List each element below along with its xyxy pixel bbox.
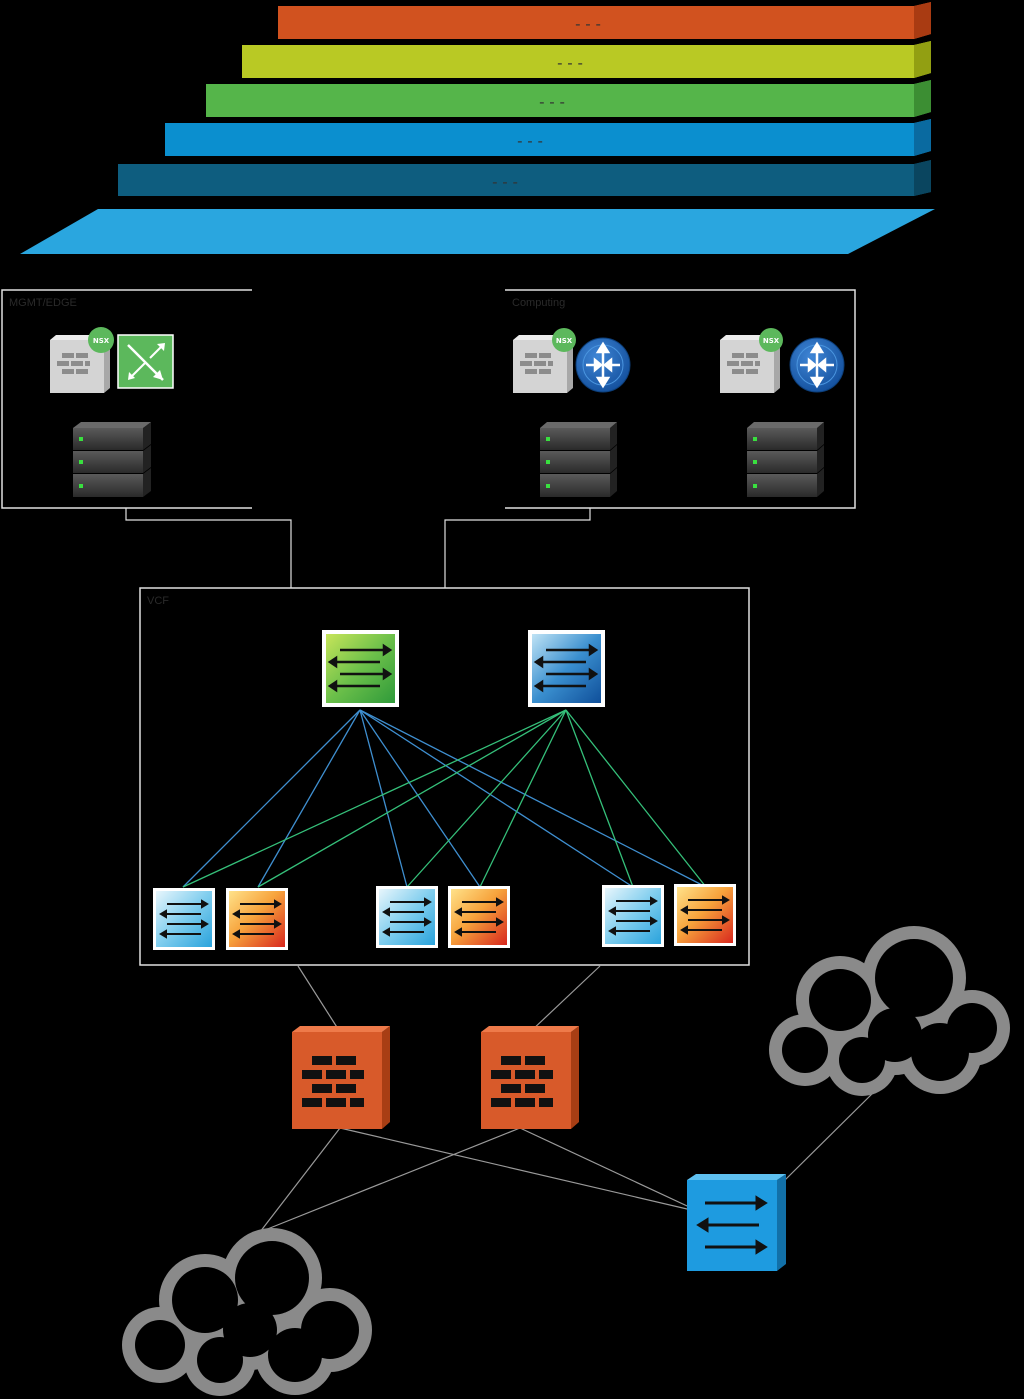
vcf-zone: VCF <box>139 587 750 966</box>
computing-label: Computing <box>512 297 565 309</box>
layer-blue: - - - <box>165 119 931 156</box>
mgmt-server-rack-icon <box>73 422 151 497</box>
layer-teal-label: - - - <box>492 173 518 191</box>
compute-a-nsx-badge: NSX <box>552 328 576 352</box>
mgmt-edge-zone: MGMT/EDGE <box>1 289 252 509</box>
leaf-switch-icon-4 <box>448 886 510 948</box>
edge-switch-icon <box>117 334 174 389</box>
layer-orange-label: - - - <box>575 15 601 33</box>
compute-a-server-rack-icon <box>540 422 617 497</box>
leaf-switch-icon-6 <box>674 884 736 946</box>
compute-a-nsx-badge-text: NSX <box>556 337 573 345</box>
computing-zone: Computing <box>505 289 856 509</box>
layer-stack: - - - - - - - - - - - - - - - <box>20 2 935 254</box>
leaf-switch-icon-5 <box>602 885 664 947</box>
cloud-icon-left <box>122 1228 372 1396</box>
mgmt-nsx-badge: NSX <box>88 327 114 353</box>
layer-green-label: - - - <box>539 93 565 111</box>
leaf-switch-icon-2 <box>226 888 288 950</box>
core-switch-icon <box>687 1174 786 1271</box>
layer-blue-label: - - - <box>517 132 543 150</box>
mgmt-nsx-badge-text: NSX <box>93 337 110 345</box>
vcf-label: VCF <box>147 595 169 607</box>
compute-b-router-icon <box>789 337 845 393</box>
zone-connectors <box>125 508 591 588</box>
mgmt-edge-label: MGMT/EDGE <box>9 297 77 309</box>
edge-links <box>259 965 879 1233</box>
leaf-switch-icon-3 <box>376 886 438 948</box>
cloud-icon-right <box>769 926 1010 1096</box>
base-plane <box>20 209 935 254</box>
mgmt-firewall-icon <box>50 335 110 393</box>
layer-orange: - - - <box>278 2 931 39</box>
spine-switch-icon-blue <box>528 630 605 707</box>
perimeter-firewall-icon-2 <box>481 1026 579 1129</box>
spine-leaf-links <box>182 709 707 888</box>
layer-lime-label: - - - <box>557 54 583 72</box>
compute-a-router-icon <box>575 337 631 393</box>
leaf-switch-icon-1 <box>153 888 215 950</box>
layer-green: - - - <box>206 80 931 117</box>
layer-lime: - - - <box>242 41 931 78</box>
compute-b-nsx-badge-text: NSX <box>763 337 780 345</box>
spine-switch-icon-green <box>322 630 399 707</box>
layer-teal: - - - <box>118 160 931 196</box>
perimeter-firewall-icon-1 <box>292 1026 390 1129</box>
compute-b-server-rack-icon <box>747 422 824 497</box>
compute-b-nsx-badge: NSX <box>759 328 783 352</box>
